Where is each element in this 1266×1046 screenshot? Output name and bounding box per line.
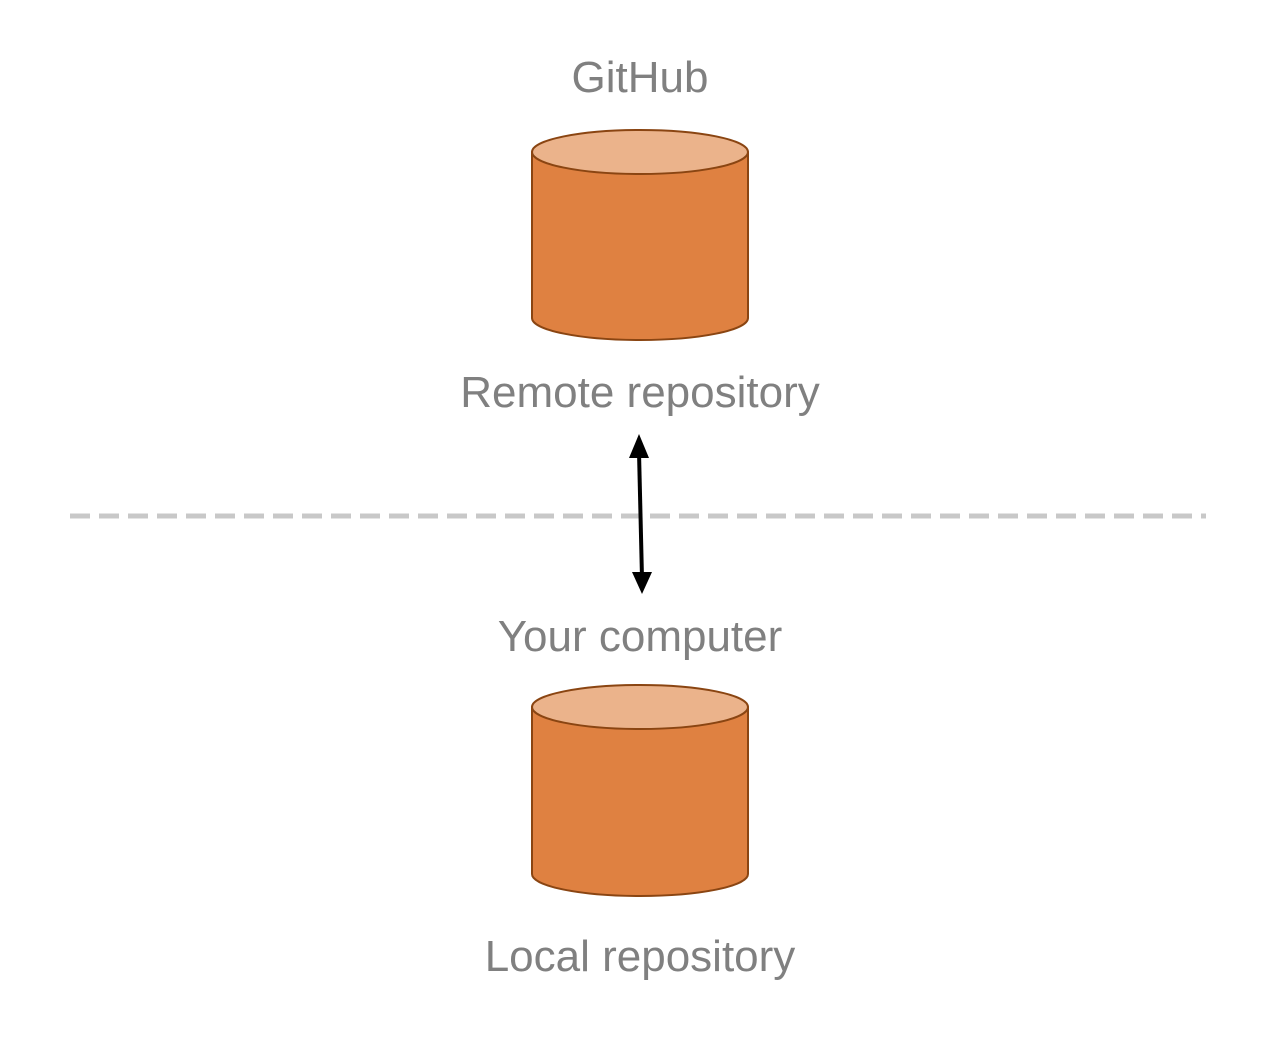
local-host-label: Your computer: [497, 612, 783, 661]
local-database-icon: [531, 684, 749, 897]
remote-repository-label: Remote repository: [460, 368, 820, 417]
local-repository-label: Local repository: [484, 932, 796, 981]
double-arrow-icon: [629, 434, 652, 594]
remote-database-icon: [531, 129, 749, 341]
remote-host-label: GitHub: [571, 53, 709, 102]
